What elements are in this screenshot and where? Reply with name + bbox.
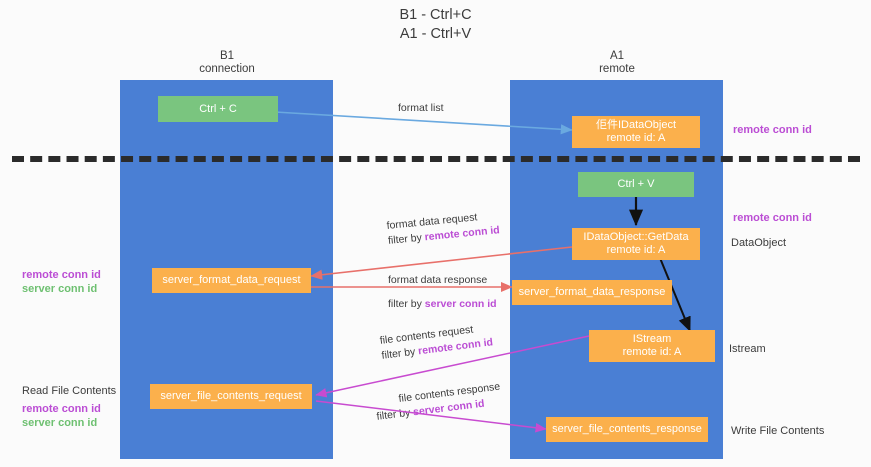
box-idataobject-line2: remote id: A: [606, 132, 666, 144]
box-idataobject-line1: 佢件IDataObject: [595, 119, 677, 131]
box-istream-line2: remote id: A: [622, 346, 682, 358]
box-server-format-data-response[interactable]: server_format_data_response: [512, 280, 672, 305]
box-idataobject[interactable]: 佢件IDataObject remote id: A: [572, 116, 700, 148]
page-title: B1 - Ctrl+C A1 - Ctrl+V: [0, 6, 871, 44]
edge-label-format-data-request: format data request filter by remote con…: [386, 208, 500, 249]
filter-prefix: filter by: [388, 298, 425, 310]
annotation-remote-conn-id-mid: remote conn id: [733, 212, 812, 224]
column-header-b1-name: B1: [219, 50, 235, 62]
annotation-left-remote-conn-id-2: remote conn id: [22, 403, 101, 415]
box-server-file-contents-request[interactable]: server_file_contents_request: [150, 384, 312, 409]
box-server-file-contents-response[interactable]: server_file_contents_response: [546, 417, 708, 442]
box-istream[interactable]: IStream remote id: A: [589, 330, 715, 362]
edge-label-format-list: format list: [398, 102, 444, 114]
box-idataobject-getdata[interactable]: IDataObject::GetData remote id: A: [572, 228, 700, 260]
box-getdata-line1: IDataObject::GetData: [583, 231, 689, 243]
edge-label-file-contents-request: file contents request filter by remote c…: [379, 320, 494, 363]
filter-prefix: filter by: [387, 231, 426, 247]
column-header-a1: A1 remote: [532, 50, 702, 76]
column-header-b1-sub: connection: [199, 63, 255, 75]
annotation-remote-conn-id-top: remote conn id: [733, 124, 812, 136]
annotation-istream: Istream: [729, 343, 766, 355]
filter-prefix: filter by: [380, 345, 419, 362]
box-ctrl-c[interactable]: Ctrl + C: [158, 96, 278, 122]
box-istream-line1: IStream: [632, 333, 672, 345]
annotation-dataobject: DataObject: [731, 237, 787, 249]
annotation-left-server-conn-id: server conn id: [22, 283, 98, 295]
filter-prefix: filter by: [375, 406, 414, 423]
column-header-a1-name: A1: [609, 50, 625, 62]
edge-label-format-data-response: format data response filter by server co…: [388, 273, 497, 312]
filter-key-server-conn-id: server conn id: [424, 298, 497, 310]
annotation-read-file-contents: Read File Contents: [22, 385, 117, 397]
annotation-write-file-contents: Write File Contents: [731, 425, 825, 437]
section-divider: [12, 156, 860, 162]
annotation-left-server-conn-id-2: server conn id: [22, 417, 98, 429]
box-server-format-data-request[interactable]: server_format_data_request: [152, 268, 311, 293]
title-line-1: B1 - Ctrl+C: [399, 7, 472, 23]
edge-label-format-data-response-main: format data response: [388, 274, 488, 286]
annotation-left-remote-conn-id: remote conn id: [22, 269, 101, 281]
column-header-a1-sub: remote: [599, 63, 635, 75]
title-line-2: A1 - Ctrl+V: [399, 26, 472, 42]
edge-label-file-contents-response: file contents response filter by server …: [374, 380, 503, 425]
box-getdata-line2: remote id: A: [606, 244, 666, 256]
column-header-b1: B1 connection: [142, 50, 312, 76]
edge-label-format-data-response-filter: filter by server conn id: [388, 297, 497, 312]
box-ctrl-v[interactable]: Ctrl + V: [578, 172, 694, 197]
